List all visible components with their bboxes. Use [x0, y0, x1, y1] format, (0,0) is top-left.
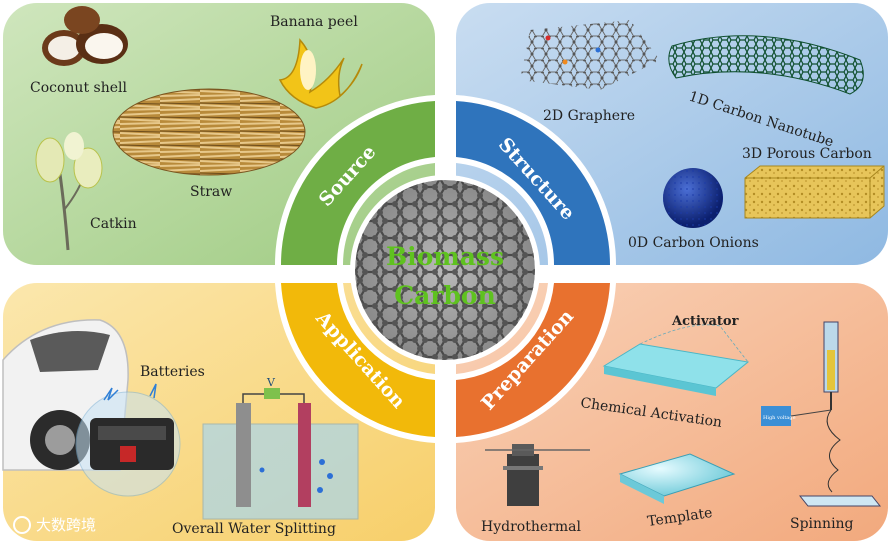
- coconut-label: Coconut shell: [30, 80, 127, 96]
- catkin-illustration: [35, 132, 103, 251]
- batteries-label: Batteries: [140, 364, 205, 380]
- battery-illustration: [75, 383, 181, 497]
- straw-illustration: [112, 88, 306, 176]
- spinning-label: Spinning: [790, 516, 854, 532]
- banana-peel-illustration: [278, 38, 363, 109]
- hydrothermal-illustration: [485, 444, 590, 506]
- activator-label: Activator: [671, 314, 739, 329]
- hydrothermal-label: Hydrothermal: [481, 519, 581, 535]
- coconut-illustration: [42, 6, 128, 66]
- application-arc: [281, 283, 435, 437]
- watermark-text: 大数跨境: [36, 516, 96, 534]
- onion-illustration: [663, 168, 723, 228]
- preparation-arc: [456, 283, 610, 437]
- banana-label: Banana peel: [270, 14, 358, 30]
- water-splitting-label: Overall Water Splitting: [172, 521, 336, 537]
- graphene-illustration: [520, 20, 660, 90]
- source-arc: [280, 101, 435, 265]
- center-title-line1: Biomass: [386, 242, 504, 271]
- porous-carbon-illustration: [744, 165, 885, 219]
- water-splitting-illustration: [202, 388, 359, 520]
- graphene-label: 2D Graphere: [543, 108, 635, 124]
- nanotube-illustration: [668, 35, 864, 95]
- ring: [274, 95, 617, 443]
- onions-label: 0D Carbon Onions: [628, 235, 759, 251]
- high-voltage-label: High voltage: [763, 415, 796, 421]
- spinning-illustration: [761, 321, 882, 507]
- center-graphene: [355, 180, 535, 360]
- chemical-activation-illustration: [602, 324, 750, 396]
- watermark: 大数跨境: [13, 516, 96, 534]
- catkin-label: Catkin: [90, 216, 137, 232]
- porous-label: 3D Porous Carbon: [742, 146, 872, 162]
- template-illustration: [618, 453, 736, 504]
- straw-label: Straw: [190, 184, 232, 200]
- center-title-line2: Carbon: [394, 281, 496, 310]
- voltmeter-label: V: [266, 376, 276, 389]
- structure-arc: [456, 101, 611, 265]
